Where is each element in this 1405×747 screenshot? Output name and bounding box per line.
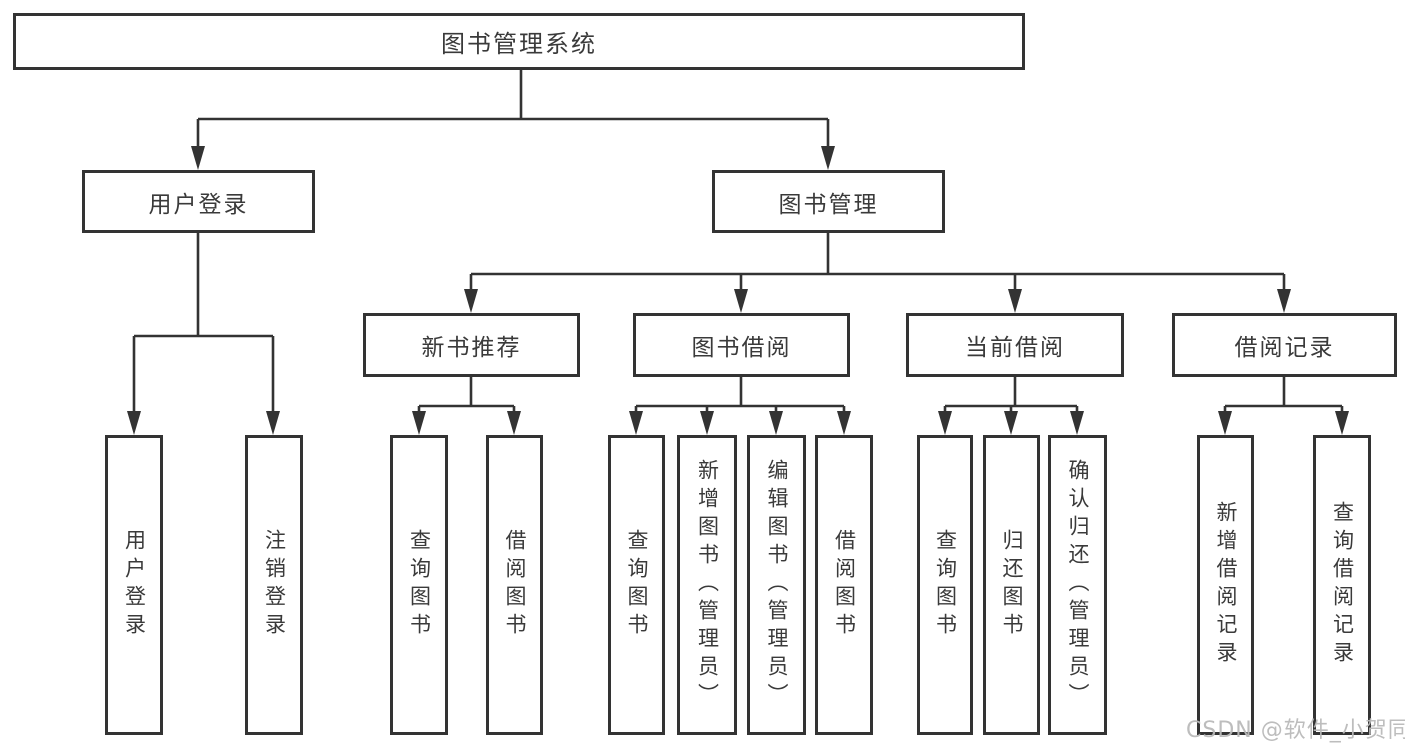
leaf-borrow-books-label: 借阅图书 [832,529,857,641]
leaf-return-books-label: 归还图书 [1000,529,1024,641]
watermark: CSDN @软件_小贺同学 [1186,718,1405,743]
node-new-book-recommend-label: 新书推荐 [421,335,522,361]
node-current-borrow-label: 当前借阅 [965,335,1065,361]
node-book-management: 图书管理 [712,170,945,233]
leaf-add-books-admin-label: 新增图书（管理员） [695,459,720,711]
leaf-query-books-recommend: 查询图书 [390,435,448,735]
leaf-logout: 注销登录 [245,435,303,735]
leaf-borrow-books: 借阅图书 [815,435,873,735]
leaf-edit-books-admin: 编辑图书（管理员） [747,435,806,735]
node-borrow-records-label: 借阅记录 [1234,335,1335,361]
node-book-management-label: 图书管理 [778,191,879,218]
leaf-confirm-return-admin-label: 确认归还（管理员） [1066,459,1090,711]
leaf-borrow-books-recommend-label: 借阅图书 [503,529,527,641]
leaf-query-books-current: 查询图书 [917,435,973,735]
leaf-return-books: 归还图书 [983,435,1040,735]
leaf-query-books-borrow: 查询图书 [608,435,665,735]
node-user-login-label: 用户登录 [148,191,249,218]
leaf-query-books-current-label: 查询图书 [933,529,958,641]
leaf-logout-label: 注销登录 [262,529,287,641]
node-root-label: 图书管理系统 [441,30,597,58]
leaf-query-borrow-record: 查询借阅记录 [1313,435,1371,735]
node-new-book-recommend: 新书推荐 [363,313,580,377]
leaf-user-login: 用户登录 [105,435,163,735]
leaf-add-books-admin: 新增图书（管理员） [677,435,737,735]
leaf-user-login-label: 用户登录 [122,529,147,641]
node-borrow-records: 借阅记录 [1172,313,1397,377]
node-book-borrow-label: 图书借阅 [691,335,792,361]
leaf-add-borrow-record: 新增借阅记录 [1197,435,1254,735]
leaf-edit-books-admin-label: 编辑图书（管理员） [765,459,789,711]
leaf-query-books-borrow-label: 查询图书 [625,529,649,641]
node-root: 图书管理系统 [13,13,1025,70]
node-user-login: 用户登录 [82,170,315,233]
leaf-query-books-recommend-label: 查询图书 [407,529,432,641]
node-current-borrow: 当前借阅 [906,313,1124,377]
leaf-confirm-return-admin: 确认归还（管理员） [1048,435,1107,735]
leaf-add-borrow-record-label: 新增借阅记录 [1214,501,1238,669]
node-book-borrow: 图书借阅 [633,313,850,377]
leaf-query-borrow-record-label: 查询借阅记录 [1330,501,1355,669]
leaf-borrow-books-recommend: 借阅图书 [486,435,543,735]
